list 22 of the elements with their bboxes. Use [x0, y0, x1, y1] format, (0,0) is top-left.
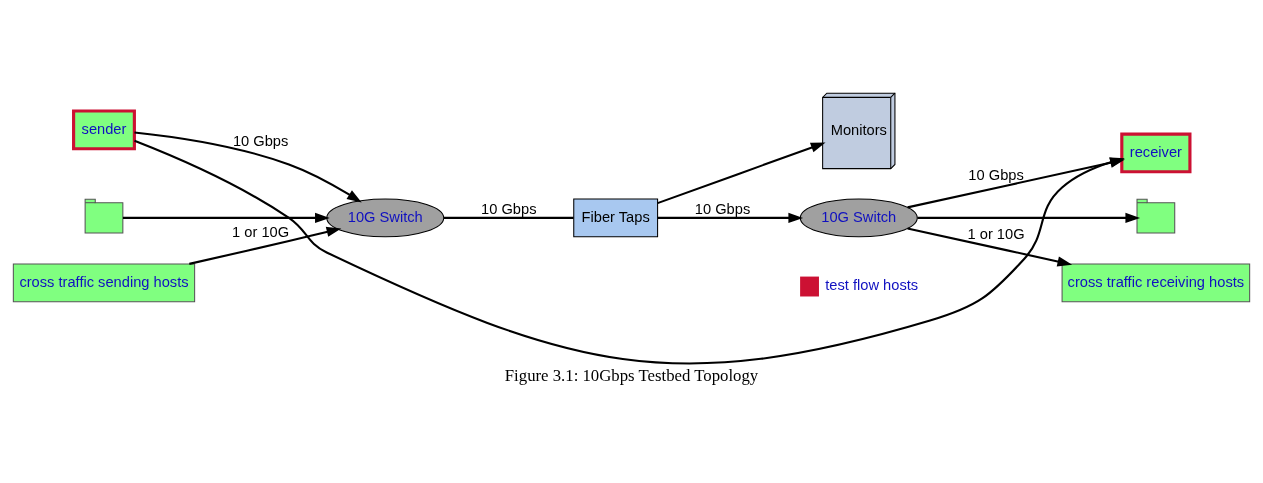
node-ellipse: 10G Switch	[799, 198, 918, 237]
node-box: receiver	[1120, 132, 1192, 173]
arrow	[189, 226, 342, 265]
legend-label: test flow hosts	[825, 276, 919, 293]
edge-label: 10 Gbps	[232, 132, 289, 149]
node-box: sender	[72, 108, 136, 150]
arrow	[134, 130, 362, 202]
edge-label: 10 Gbps	[481, 200, 537, 217]
arrow	[907, 226, 1073, 266]
edge-label: 10 Gbps	[968, 166, 1024, 183]
edge-label: 10 Gbps	[694, 200, 751, 217]
arrow	[657, 142, 826, 204]
arrow	[657, 212, 804, 223]
edge-label: 1 or 10G	[967, 225, 1025, 242]
connector	[443, 216, 574, 219]
node-box: cross traffic sending hosts	[12, 262, 196, 302]
node-box: Fiber Taps	[573, 198, 659, 237]
arrow	[122, 212, 330, 223]
arrow	[917, 212, 1141, 223]
node-box: cross traffic receiving hosts	[1061, 262, 1251, 302]
edge-label: 1 or 10G	[232, 223, 290, 240]
caption: Figure 3.1: 10Gbps Testbed Topology	[504, 365, 759, 385]
